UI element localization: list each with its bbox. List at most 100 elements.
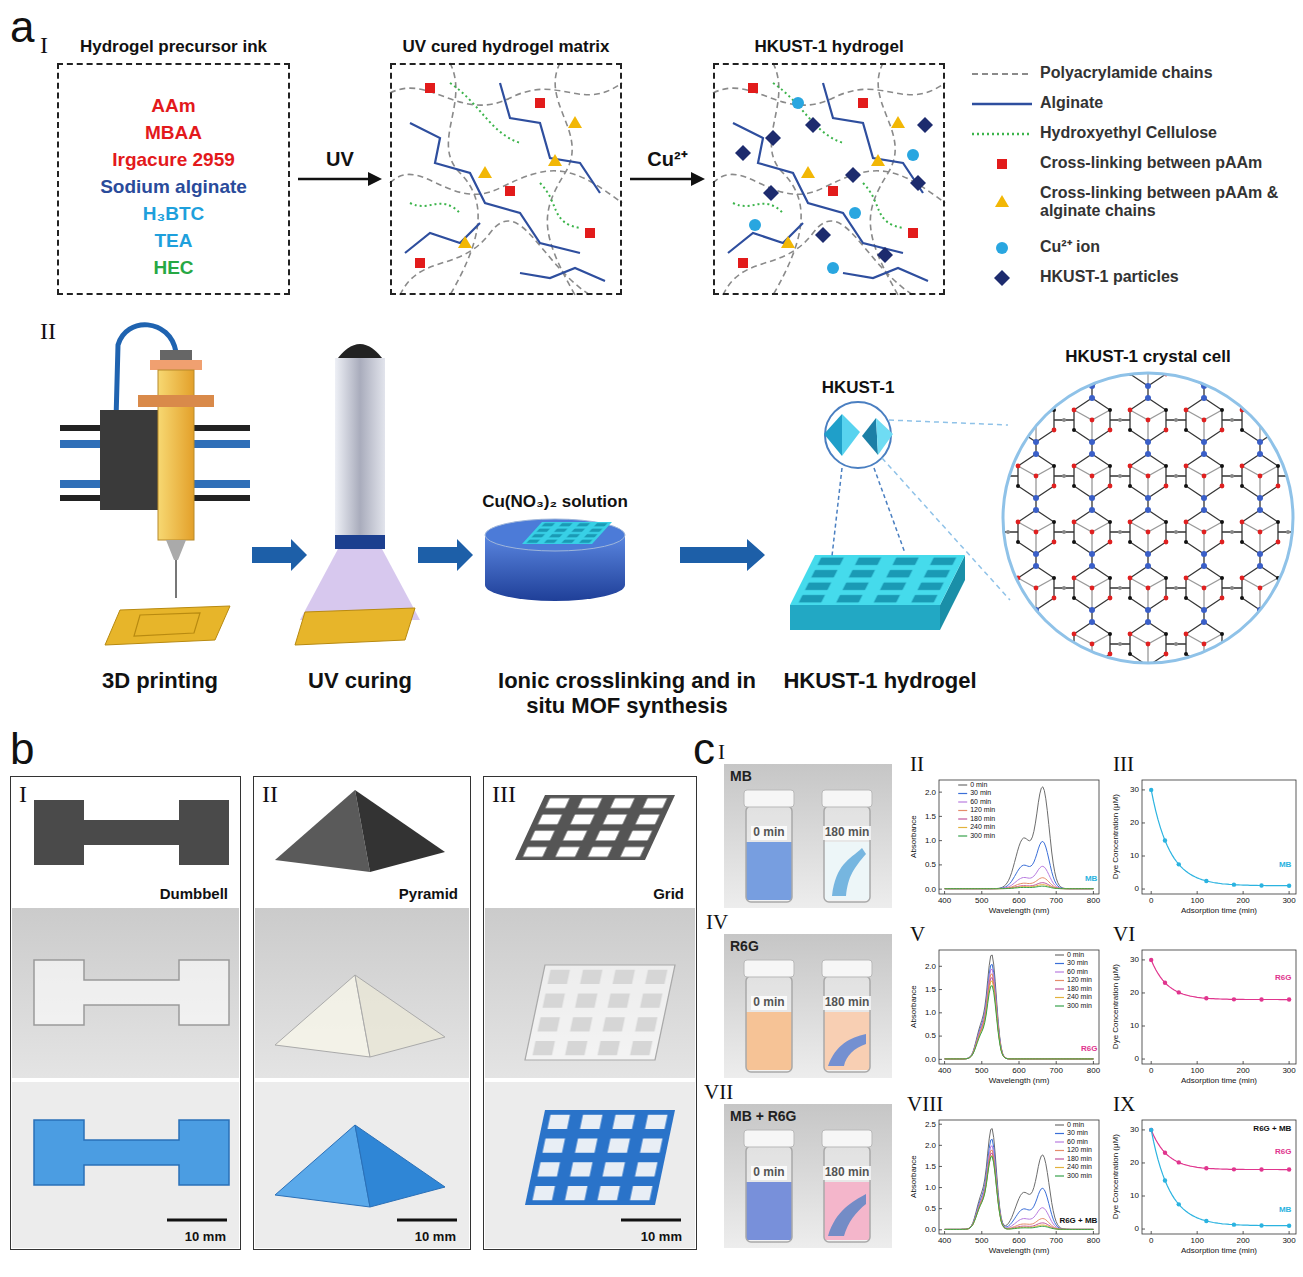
tick-label: 500 — [975, 896, 988, 905]
legend-line — [1055, 971, 1064, 972]
data-point — [1149, 1128, 1153, 1132]
tick-label: 700 — [1050, 1236, 1063, 1245]
tick-mark — [939, 840, 942, 841]
tick-label: 10 — [1130, 851, 1139, 860]
tick-mark — [1142, 822, 1145, 823]
tick-mark — [981, 1231, 982, 1234]
tick-mark — [1142, 1229, 1145, 1230]
tick-label: 1.5 — [925, 1162, 936, 1171]
legend-text: 0 min — [970, 781, 987, 789]
hkust-crystals — [824, 373, 1293, 663]
tick-label: 300 — [1282, 896, 1295, 905]
tick-label: 10 — [1130, 1021, 1139, 1030]
legend-text: 300 min — [1067, 1002, 1092, 1010]
chart — [939, 780, 1099, 894]
node-text: Grid — [653, 885, 684, 902]
axis-title: Dye Concentration (μM) — [1111, 794, 1120, 879]
subpanel-number: II — [40, 318, 56, 346]
tick-mark — [939, 1145, 942, 1146]
panel-letter: a — [10, 2, 34, 53]
legend-text: Alginate — [1040, 94, 1298, 112]
chart — [1142, 950, 1296, 1064]
spectrum-curve — [945, 841, 1094, 888]
tick-mark — [1093, 1231, 1094, 1234]
spectrum-curve — [945, 885, 1094, 889]
tick-mark — [944, 1231, 945, 1234]
tick-mark — [1142, 1162, 1145, 1163]
node-text: I — [19, 781, 27, 809]
plot-frame — [1142, 780, 1296, 894]
legend-line — [1055, 1005, 1064, 1006]
legend-text: Cross-linking between pAAm & alginate ch… — [1040, 184, 1298, 221]
legend-text: 240 min — [970, 823, 995, 831]
legend-text: 30 min — [970, 789, 991, 797]
legend-text: 300 min — [970, 832, 995, 840]
data-point — [1204, 1166, 1208, 1170]
tick-label: 800 — [1087, 1236, 1100, 1245]
data-point — [1232, 1222, 1236, 1226]
axis-title: Adsorption time (min) — [1181, 1076, 1257, 1085]
axis-title: Dye Concentration (μM) — [1111, 964, 1120, 1049]
legend-line — [1055, 997, 1064, 998]
tick-label: 0 — [1149, 1066, 1153, 1075]
legend-line — [958, 784, 967, 785]
tick-label: 300 — [1282, 1236, 1295, 1245]
legend-text: 0 min — [1067, 951, 1084, 959]
tick-mark — [1197, 1061, 1198, 1064]
tick-mark — [1056, 1061, 1057, 1064]
plot-frame — [939, 780, 1099, 894]
tick-label: 0.0 — [925, 1055, 936, 1064]
tick-mark — [939, 966, 942, 967]
tick-label: 100 — [1190, 896, 1203, 905]
kinetic-curve — [1151, 1130, 1289, 1226]
mof-particles — [735, 97, 933, 274]
data-point — [1163, 838, 1167, 842]
tick-label: 2.0 — [925, 1141, 936, 1150]
tick-mark — [1142, 889, 1145, 890]
tick-mark — [944, 1061, 945, 1064]
tick-label: 700 — [1050, 896, 1063, 905]
legend-line — [1055, 963, 1064, 964]
legend-text: Polyacrylamide chains — [1040, 64, 1298, 82]
subpanel-number: II — [910, 752, 924, 776]
tick-label: 0.0 — [925, 1225, 936, 1234]
node-text: Irgacure 2959 — [112, 149, 235, 171]
tick-label: 0.5 — [925, 1204, 936, 1213]
legend-line — [1055, 1141, 1064, 1142]
time-label: 180 min — [823, 1166, 872, 1180]
tick-mark — [1142, 1026, 1145, 1027]
tick-mark — [1093, 891, 1094, 894]
data-point — [1259, 997, 1263, 1001]
tick-label: 0.0 — [925, 885, 936, 894]
data-point — [1204, 996, 1208, 1000]
tick-mark — [939, 1187, 942, 1188]
legend-text: 120 min — [970, 806, 995, 814]
data-point — [1232, 1167, 1236, 1171]
node-text: HEC — [153, 257, 193, 279]
subpanel-number: VIII — [907, 1092, 943, 1116]
data-point — [1232, 882, 1236, 886]
legend-text: 120 min — [1067, 976, 1092, 984]
plot-frame — [939, 1120, 1099, 1234]
axis-title: Adsorption time (min) — [1181, 906, 1257, 915]
tick-mark — [1019, 1231, 1020, 1234]
node-text: TEA — [155, 230, 193, 252]
tick-mark — [1142, 789, 1145, 790]
arrow-head — [691, 172, 705, 186]
tick-label: 30 — [1130, 1125, 1139, 1134]
legend-line — [1055, 1133, 1064, 1134]
spectrum-curve — [945, 986, 1094, 1059]
node-text: 10 mm — [183, 1230, 228, 1245]
data-point — [1149, 1128, 1153, 1132]
tick-mark — [1142, 959, 1145, 960]
tick-mark — [1197, 891, 1198, 894]
node-text: 10 mm — [639, 1230, 684, 1245]
tick-mark — [1142, 856, 1145, 857]
legend-line — [958, 827, 967, 828]
subpanel-number: VII — [704, 1080, 733, 1104]
part-label: Cu(NO₃)₂ solution — [482, 492, 628, 512]
legend-text: 240 min — [1067, 1163, 1092, 1171]
tick-mark — [939, 889, 942, 890]
legend-text: HKUST-1 particles — [1040, 268, 1298, 286]
arrow-line — [298, 178, 368, 181]
